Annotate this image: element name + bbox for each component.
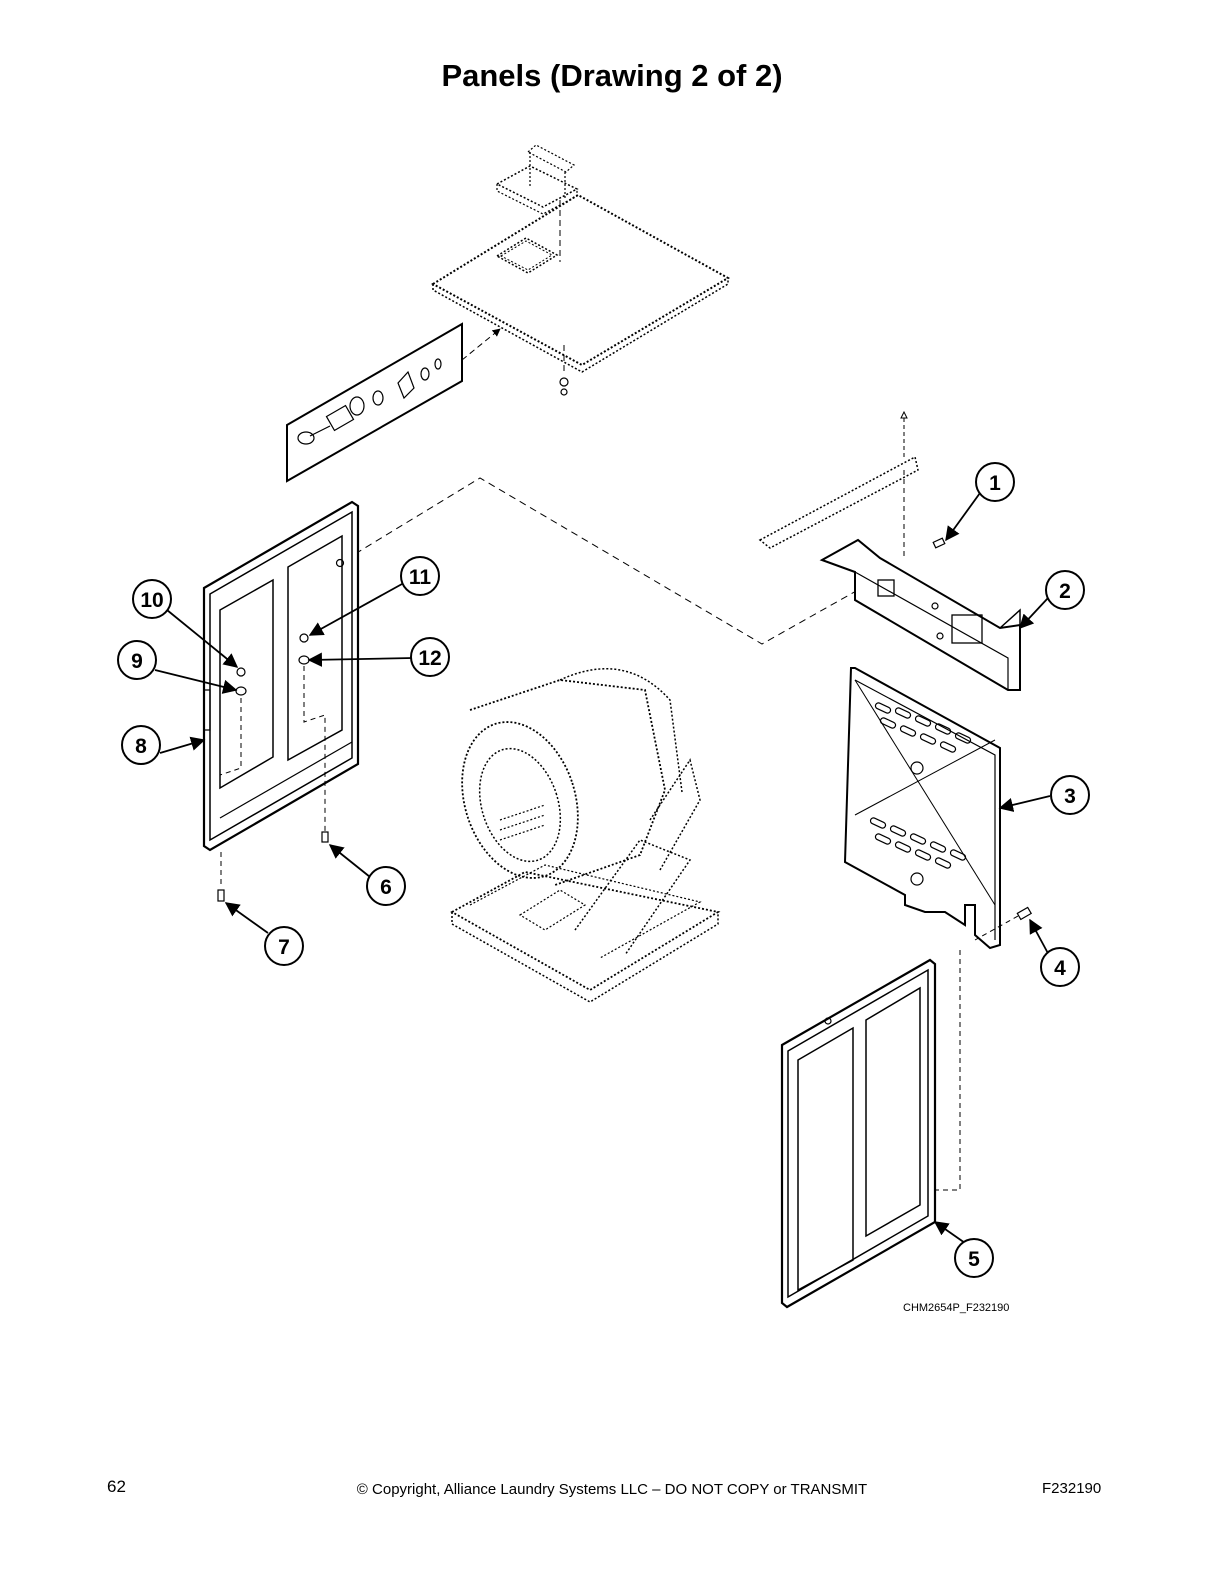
callout-3: 3 — [1050, 775, 1090, 815]
callout-8: 8 — [121, 725, 161, 765]
top-panel-assembly — [431, 144, 731, 396]
svg-text:9: 9 — [131, 650, 143, 673]
page-title: Panels (Drawing 2 of 2) — [441, 58, 783, 93]
copyright-notice: © Copyright, Alliance Laundry Systems LL… — [356, 1481, 868, 1498]
rear-panel — [843, 667, 1033, 1191]
left-side-panel — [202, 500, 360, 902]
callout-1: 1 — [975, 462, 1015, 502]
svg-text:7: 7 — [278, 936, 290, 959]
svg-text:11: 11 — [409, 566, 432, 589]
callout-7: 7 — [264, 926, 304, 966]
callout-2: 2 — [1045, 570, 1085, 610]
drum-assembly — [450, 668, 721, 1003]
document-code: F232190 — [1042, 1480, 1102, 1497]
callout-9: 9 — [117, 640, 157, 680]
svg-text:12: 12 — [418, 647, 441, 670]
callout-leaders — [154, 492, 1051, 1244]
svg-text:10: 10 — [140, 589, 163, 612]
drawing-code: CHM2654P_F232190 — [903, 1302, 1010, 1314]
svg-text:1: 1 — [989, 472, 1001, 495]
svg-text:5: 5 — [968, 1248, 980, 1271]
svg-text:6: 6 — [380, 876, 392, 899]
callout-5: 5 — [954, 1238, 994, 1278]
svg-text:4: 4 — [1054, 957, 1066, 980]
svg-text:8: 8 — [135, 735, 147, 758]
callout-12: 12 — [410, 637, 450, 677]
callout-10: 10 — [132, 579, 172, 619]
page-number: 62 — [107, 1477, 126, 1496]
callout-4: 4 — [1040, 947, 1080, 987]
svg-text:3: 3 — [1064, 785, 1076, 808]
access-panel — [780, 958, 937, 1309]
callout-11: 11 — [400, 556, 440, 596]
control-bracket — [758, 410, 1021, 691]
callout-6: 6 — [366, 866, 406, 906]
hinge-detail — [286, 322, 501, 483]
svg-text:2: 2 — [1059, 580, 1071, 603]
